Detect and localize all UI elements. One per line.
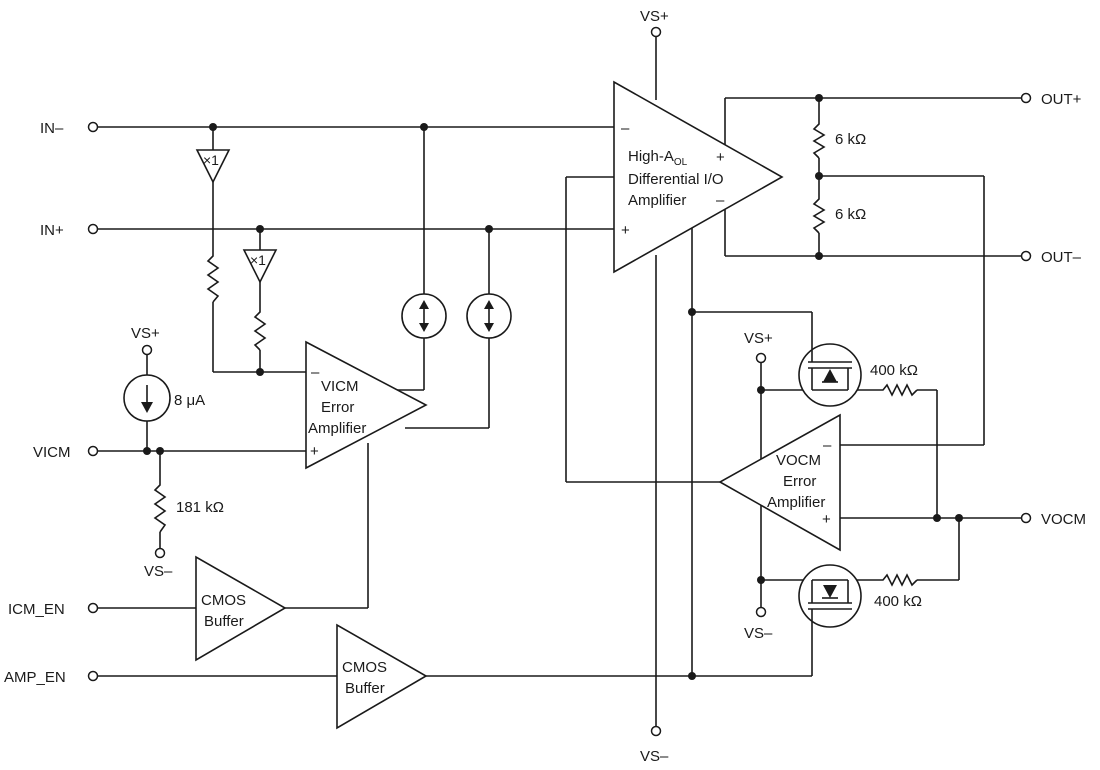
main-amp-label-line2: Differential I/O	[628, 171, 724, 188]
wires	[97, 37, 1022, 726]
vicm-error-amplifier: – + VICM Error Amplifier	[305, 340, 428, 470]
pin-label-icm-en: ICM_EN	[8, 601, 65, 618]
vocm-amp-label-line1: VOCM	[776, 452, 821, 469]
mosfet-top	[798, 343, 862, 407]
label-r-181k: 181 kΩ	[176, 499, 224, 516]
label-r-400k-bottom: 400 kΩ	[874, 593, 922, 610]
junction-dots	[143, 94, 963, 680]
label-r-6k-bottom: 6 kΩ	[835, 206, 866, 223]
pin-label-out-pos: OUT+	[1041, 91, 1082, 108]
pin-label-out-neg: OUT–	[1041, 249, 1082, 266]
pin-label-amp-en: AMP_EN	[4, 669, 66, 686]
vocm-amp-label-line3: Amplifier	[767, 494, 825, 511]
vicm-amp-minus: –	[311, 364, 320, 381]
mosfet-bottom	[798, 564, 862, 628]
pin-label-in-pos: IN+	[40, 222, 64, 239]
main-amplifier: – + + – High-AOL Differential I/O Amplif…	[613, 80, 784, 274]
pin-label-vs-pos-top: VS+	[640, 8, 669, 25]
label-current-8ua: 8 μA	[174, 392, 205, 409]
unity-buffer-2-label: ×1	[250, 252, 266, 268]
main-amp-minus: –	[621, 120, 630, 137]
vicm-amp-plus: +	[310, 443, 319, 460]
cmos-buffer-amp: CMOS Buffer	[336, 623, 428, 730]
current-source-8ua	[123, 374, 171, 422]
resistor-left-2	[253, 305, 267, 351]
unity-buffer-2: ×1	[242, 249, 278, 284]
cmos-buffer-icm: CMOS Buffer	[195, 555, 287, 662]
resistors	[153, 118, 918, 587]
pin-label-vs-pos-left: VS+	[131, 325, 160, 342]
main-amp-plus: +	[621, 222, 630, 239]
bidirectional-current-source-1	[401, 293, 447, 339]
main-amp-out-minus: –	[716, 192, 725, 209]
unity-buffer-1-label: ×1	[203, 152, 219, 168]
vocm-amp-label-line2: Error	[783, 473, 816, 490]
bidirectional-current-source-2	[466, 293, 512, 339]
vocm-amp-plus: +	[822, 511, 831, 528]
resistor-6k-bottom	[812, 193, 826, 234]
component-labels: 6 kΩ 6 kΩ 181 kΩ 400 kΩ 400 kΩ 8 μA	[174, 131, 922, 610]
resistor-400k-top	[878, 383, 918, 397]
pin-label-vs-neg-left: VS–	[144, 563, 173, 580]
pin-label-vocm: VOCM	[1041, 511, 1086, 528]
pin-label-vicm: VICM	[33, 444, 71, 461]
label-r-400k-top: 400 kΩ	[870, 362, 918, 379]
vocm-amp-minus: –	[823, 437, 832, 454]
resistor-left-1	[206, 250, 220, 303]
main-amp-label-line3: Amplifier	[628, 192, 686, 209]
pin-labels: IN– IN+ VICM ICM_EN AMP_EN OUT+ OUT– VOC…	[4, 8, 1086, 765]
vocm-error-amplifier: – + VOCM Error Amplifier	[718, 413, 841, 552]
cmos-buffer-icm-line2: Buffer	[204, 613, 244, 630]
pin-label-vs-neg-bottom: VS–	[640, 748, 669, 765]
pin-label-in-neg: IN–	[40, 120, 64, 137]
pin-terminals	[87, 26, 1032, 737]
vicm-amp-label-line3: Amplifier	[308, 420, 366, 437]
pin-label-vs-pos-right: VS+	[744, 330, 773, 347]
vicm-amp-label-line1: VICM	[321, 378, 359, 395]
vicm-amp-label-line2: Error	[321, 399, 354, 416]
main-amp-label-line1: High-AOL	[628, 148, 688, 168]
pin-label-vs-neg-right: VS–	[744, 625, 773, 642]
label-r-6k-top: 6 kΩ	[835, 131, 866, 148]
cmos-buffer-amp-line1: CMOS	[342, 659, 387, 676]
cmos-buffer-amp-line2: Buffer	[345, 680, 385, 697]
main-amp-out-plus: +	[716, 149, 725, 166]
resistor-6k-top	[812, 118, 826, 159]
unity-buffer-1: ×1	[195, 149, 231, 184]
resistor-400k-bottom	[878, 573, 918, 587]
resistor-181k	[153, 478, 167, 533]
cmos-buffer-icm-line1: CMOS	[201, 592, 246, 609]
